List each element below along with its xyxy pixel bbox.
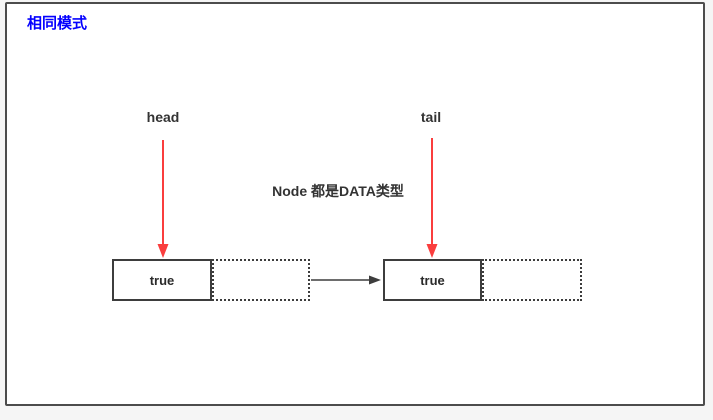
node-value: true bbox=[420, 272, 445, 288]
node-pointer-box bbox=[482, 259, 582, 301]
node-pointer-box bbox=[212, 259, 310, 301]
diagram-canvas bbox=[5, 2, 705, 406]
node-data-box: true bbox=[383, 259, 482, 301]
node-value: true bbox=[149, 272, 175, 288]
annotation-text: Node 都是DATA类型 bbox=[272, 183, 404, 199]
tail-pointer-label: tail bbox=[420, 109, 442, 125]
node-data-box: true bbox=[112, 259, 212, 301]
head-pointer-label: head bbox=[146, 109, 180, 125]
page-title: 相同模式 bbox=[27, 15, 88, 32]
